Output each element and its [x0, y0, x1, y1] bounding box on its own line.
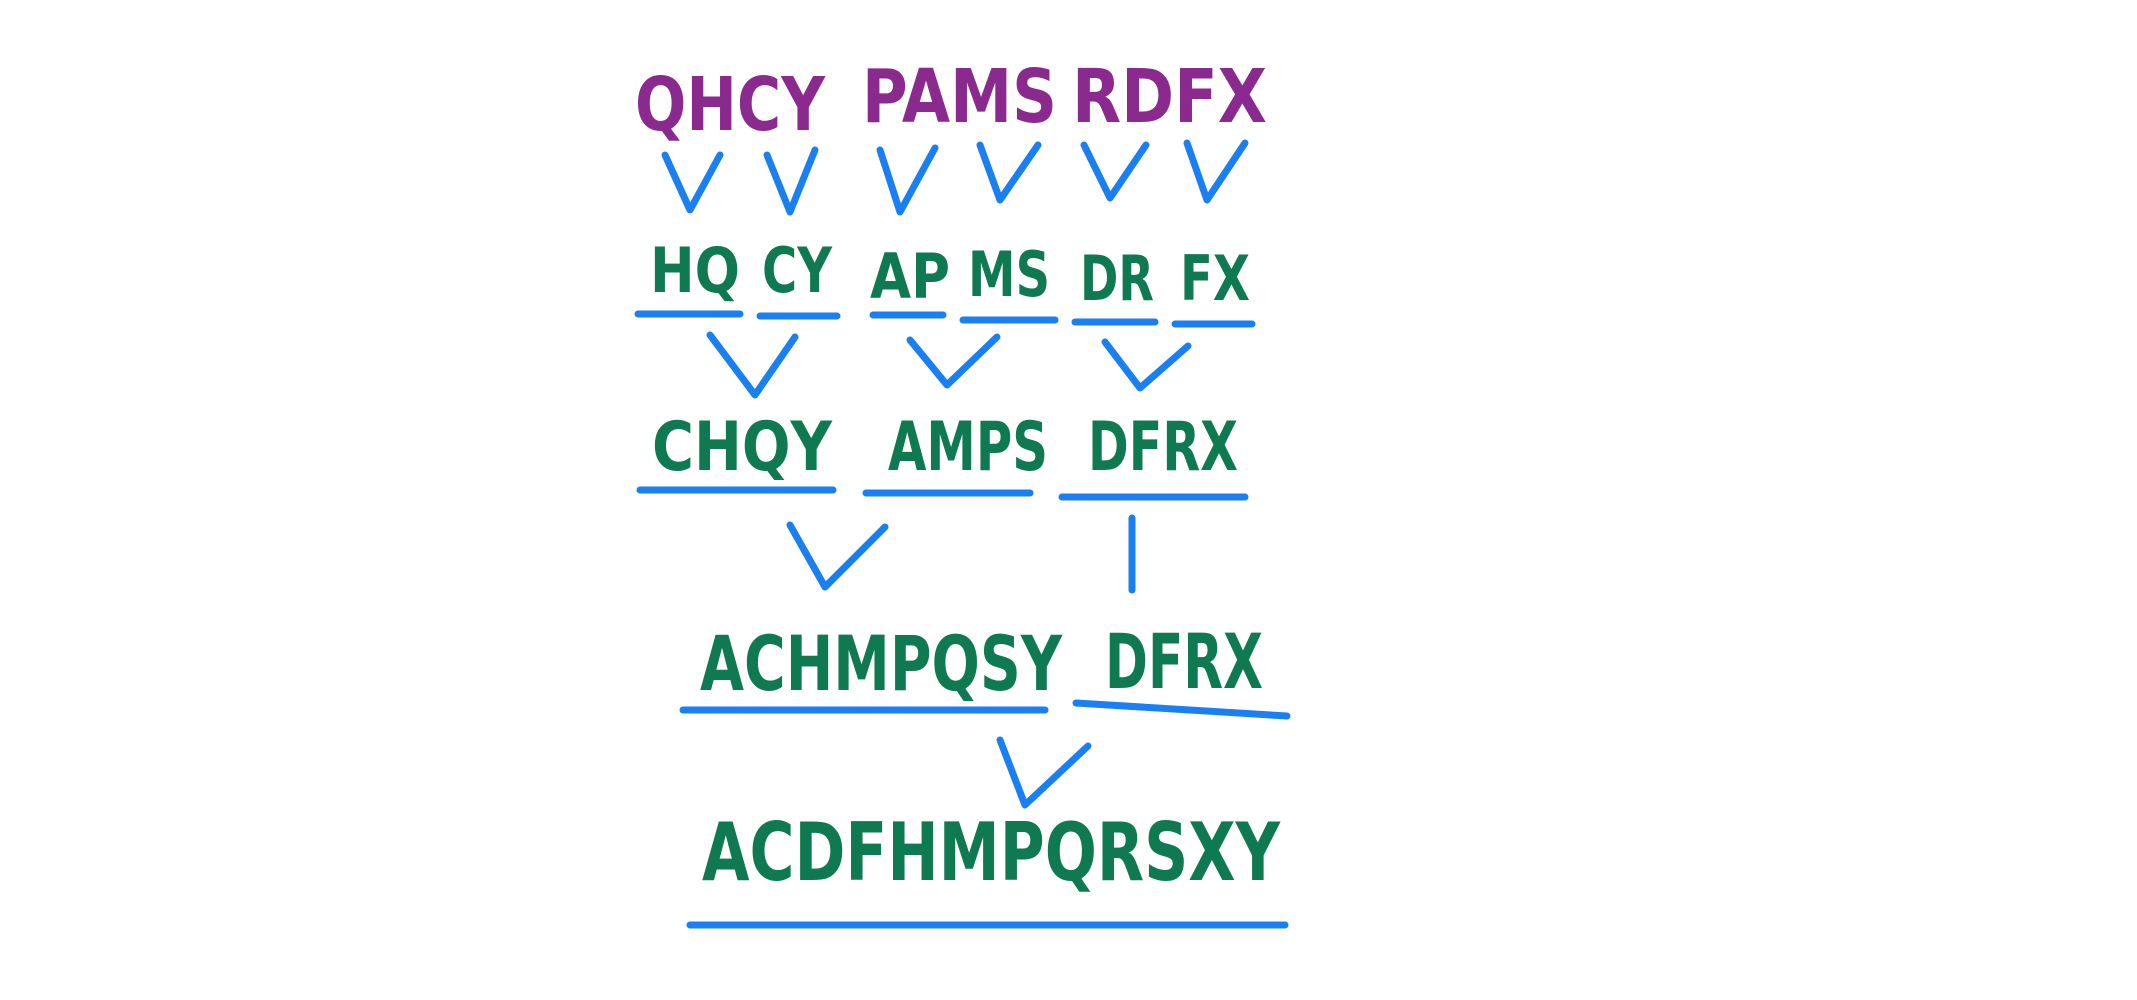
level1-group-5: DR [1080, 242, 1154, 315]
input-group-2: PAMS [862, 54, 1057, 140]
level1-group-1: HQ [650, 234, 740, 307]
level3-underline-2 [1072, 699, 1291, 720]
merge-check-8 [906, 333, 1001, 389]
input-group-3: RDFX [1072, 54, 1267, 140]
level3-group-2: DFRX [1105, 617, 1263, 706]
level1-group-4: MS [968, 238, 1050, 311]
merge-check-9 [1101, 338, 1192, 392]
input-group-1: QHCY [635, 62, 826, 148]
merge-check-6 [1183, 139, 1249, 204]
level1-group-2: CY [762, 234, 833, 307]
level2-group-3: DFRX [1088, 408, 1238, 487]
merge-check-10 [786, 521, 889, 591]
level3-group-1: ACHMPQSY [700, 619, 1063, 708]
merge-check-3 [876, 144, 939, 216]
merge-check-5 [1080, 141, 1150, 202]
merge-check-11 [996, 736, 1092, 809]
level1-group-3: AP [870, 240, 950, 313]
merge-check-1 [661, 151, 724, 214]
level1-group-6: FX [1180, 242, 1250, 315]
merge-check-7 [706, 331, 799, 399]
merge-check-4 [976, 141, 1042, 204]
merge-check-2 [763, 146, 819, 216]
level2-group-1: CHQY [652, 408, 833, 487]
sorted-result: ACDFHMPQRSXY [702, 806, 1281, 899]
level2-group-2: AMPS [888, 408, 1048, 487]
